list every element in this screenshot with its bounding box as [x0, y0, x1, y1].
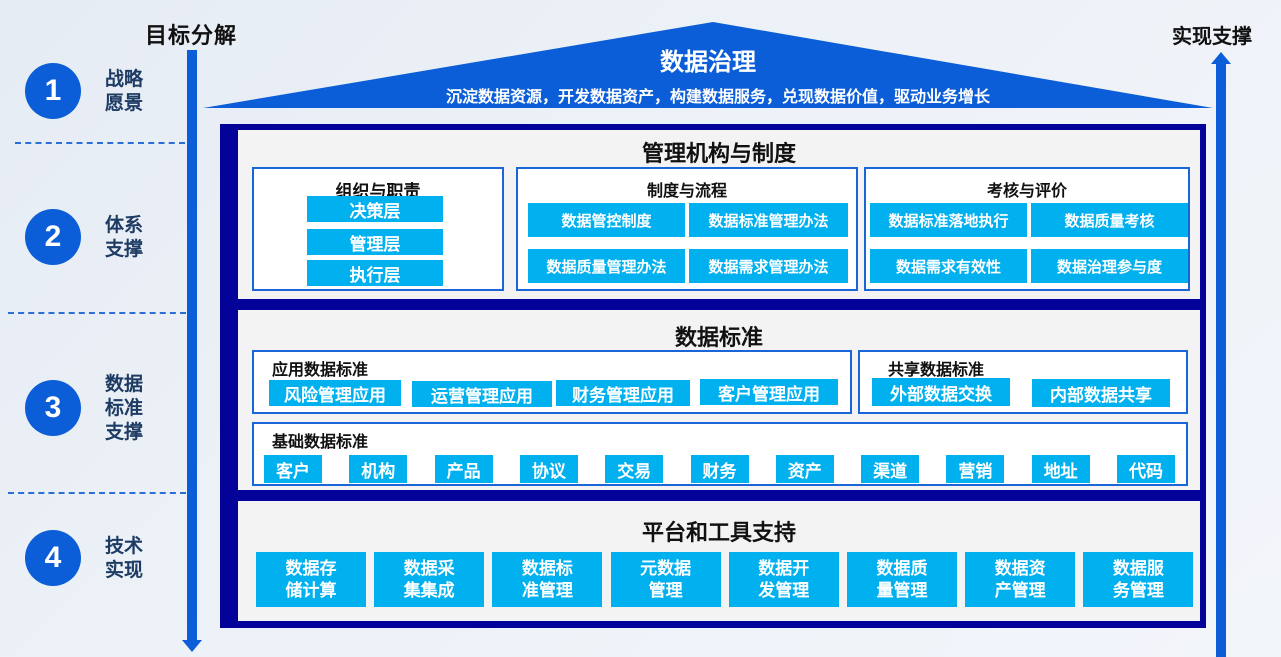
process-item: 数据需求管理办法	[689, 249, 848, 283]
process-item: 数据管控制度	[528, 203, 685, 237]
application-standard-box: 应用数据标准 风险管理应用 运营管理应用 财务管理应用 客户管理应用	[252, 350, 852, 414]
step-number-badge: 1	[25, 63, 81, 119]
platform-item-line2: 务管理	[1112, 580, 1164, 601]
basic-standard-item: 地址	[1031, 455, 1090, 483]
basic-standard-item: 客户	[264, 455, 322, 483]
governance-title: 管理机构与制度	[641, 142, 796, 167]
step-number-badge: 3	[25, 380, 81, 436]
step-system-support: 2 体系支撑	[25, 209, 155, 265]
platform-item: 数据服务管理	[1083, 552, 1194, 607]
application-standard-title: 应用数据标准	[272, 360, 369, 379]
platform-item-line2: 产管理	[994, 580, 1046, 601]
platform-item-line2: 集集成	[403, 580, 455, 601]
arrow-up-icon	[1211, 52, 1231, 64]
platform-item: 数据标准管理	[492, 552, 603, 607]
evaluation-item: 数据质量考核	[1031, 203, 1188, 237]
step-label: 战略愿景	[105, 68, 144, 114]
shared-standard-item: 外部数据交换	[872, 378, 1010, 406]
standards-panel: 数据标准 应用数据标准 风险管理应用 运营管理应用 财务管理应用 客户管理应用 …	[238, 310, 1200, 490]
evaluation-box: 考核与评价 数据标准落地执行 数据质量考核 数据需求有效性 数据治理参与度	[864, 167, 1190, 291]
evaluation-item: 数据需求有效性	[870, 249, 1027, 283]
platform-item-line2: 储计算	[285, 580, 337, 601]
up-axis-line	[1216, 64, 1226, 657]
step-number-badge: 4	[25, 530, 81, 586]
step-label: 数据标准支撑	[105, 373, 144, 443]
platform-item-line1: 数据采	[403, 558, 455, 579]
application-standard-item: 风险管理应用	[269, 380, 401, 406]
platform-item-line1: 数据开	[758, 558, 810, 579]
org-item: 执行层	[307, 260, 443, 286]
roof-subtitle: 沉淀数据资源，开发数据资产，构建数据服务，兑现数据价值，驱动业务增长	[445, 87, 990, 106]
step-strategy: 1 战略愿景	[25, 63, 155, 119]
process-item: 数据标准管理办法	[689, 203, 848, 237]
basic-standard-item: 代码	[1117, 455, 1175, 483]
roof-title: 数据治理	[660, 48, 756, 76]
divider	[15, 142, 185, 144]
basic-standard-item: 机构	[349, 455, 408, 483]
platform-item-line1: 数据标	[521, 558, 573, 579]
application-standard-item: 运营管理应用	[412, 381, 552, 407]
org-item: 决策层	[307, 196, 443, 222]
governance-frame: 管理机构与制度 组织与职责 决策层 管理层 执行层 制度与流程 数据管控制度 数…	[220, 124, 1206, 628]
step-data-standard-support: 3 数据标准支撑	[25, 372, 155, 444]
divider	[8, 312, 186, 314]
shared-standard-item: 内部数据共享	[1032, 379, 1170, 407]
platform-item: 数据开发管理	[728, 552, 839, 607]
platform-item: 元数据管理	[610, 552, 721, 607]
roof-triangle	[203, 22, 1213, 108]
org-item: 管理层	[307, 229, 443, 255]
basic-standard-item: 协议	[519, 455, 578, 483]
governance-panel: 管理机构与制度 组织与职责 决策层 管理层 执行层 制度与流程 数据管控制度 数…	[238, 130, 1200, 299]
platform-panel: 平台和工具支持 数据存储计算数据采集集成数据标准管理元数据管理数据开发管理数据质…	[238, 501, 1200, 621]
platform-item: 数据资产管理	[965, 552, 1076, 607]
basic-standard-item: 产品	[434, 455, 493, 483]
basic-standard-title: 基础数据标准	[272, 432, 369, 451]
evaluation-item: 数据治理参与度	[1031, 249, 1188, 283]
platform-item-line1: 元数据	[640, 558, 692, 579]
process-item: 数据质量管理办法	[528, 249, 685, 283]
basic-standard-item: 资产	[775, 455, 834, 483]
shared-standard-title: 共享数据标准	[888, 360, 985, 379]
basic-standard-item: 财务	[690, 455, 749, 483]
platform-item: 数据存储计算	[256, 552, 366, 607]
platform-item-line1: 数据服	[1112, 558, 1164, 579]
platform-item-line1: 数据资	[994, 558, 1046, 579]
platform-item-line1: 数据质	[876, 558, 928, 579]
basic-standard-item: 交易	[605, 455, 664, 483]
step-label: 技术实现	[105, 535, 144, 581]
evaluation-item: 数据标准落地执行	[870, 203, 1027, 237]
application-standard-item: 财务管理应用	[556, 380, 690, 406]
org-box: 组织与职责 决策层 管理层 执行层	[252, 167, 504, 291]
platform-item-line2: 准管理	[521, 580, 573, 601]
basic-standard-item: 营销	[946, 455, 1005, 483]
platform-item-line2: 管理	[648, 580, 683, 601]
platform-title: 平台和工具支持	[641, 521, 796, 546]
standards-title: 数据标准	[674, 326, 763, 351]
step-tech-implementation: 4 技术实现	[25, 530, 155, 586]
process-title: 制度与流程	[646, 181, 727, 200]
application-standard-item: 客户管理应用	[700, 379, 838, 405]
platform-item-line2: 发管理	[758, 580, 810, 601]
platform-item: 数据采集集成	[374, 552, 485, 607]
step-number-badge: 2	[25, 209, 81, 265]
goal-decomposition-title: 目标分解	[145, 24, 238, 49]
implementation-support-title: 实现支撑	[1172, 24, 1252, 48]
shared-standard-box: 共享数据标准 外部数据交换 内部数据共享	[858, 350, 1188, 414]
divider	[8, 492, 186, 494]
basic-standard-item: 渠道	[861, 455, 920, 483]
step-label: 体系支撑	[105, 214, 144, 260]
process-box: 制度与流程 数据管控制度 数据标准管理办法 数据质量管理办法 数据需求管理办法	[516, 167, 858, 291]
evaluation-title: 考核与评价	[986, 181, 1067, 200]
down-axis-line	[187, 50, 197, 642]
platform-item-line2: 量管理	[876, 580, 928, 601]
basic-standard-box: 基础数据标准 客户机构产品协议交易财务资产渠道营销地址代码	[252, 422, 1188, 486]
platform-item: 数据质量管理	[847, 552, 957, 607]
arrow-down-icon	[182, 640, 202, 652]
platform-item-line1: 数据存	[285, 558, 337, 579]
